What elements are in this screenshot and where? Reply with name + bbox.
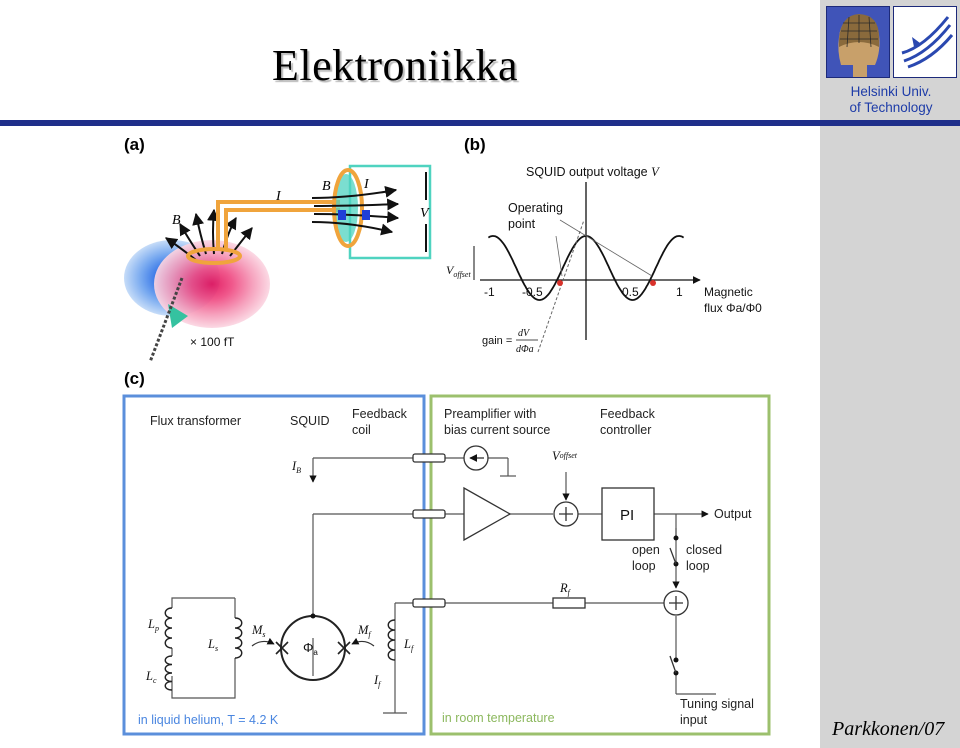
circuit-wires xyxy=(171,457,716,714)
mf-label: Mf xyxy=(357,623,372,639)
coil-lf xyxy=(387,619,396,661)
B-left-label: B xyxy=(172,213,181,228)
closed-loop-line2: loop xyxy=(686,559,710,573)
panel-a: (a) B I V xyxy=(124,135,432,363)
feedthroughs xyxy=(412,453,446,608)
operating-point-right xyxy=(650,280,656,286)
loop-switch xyxy=(669,535,679,567)
header-divider xyxy=(0,120,960,126)
V-label: V xyxy=(420,206,430,221)
I-left-label: I xyxy=(275,189,282,204)
summing-junction-2 xyxy=(663,590,689,616)
pi-controller-box xyxy=(601,487,655,541)
operating-point-line1: Operating xyxy=(508,201,563,215)
preamp-line2: bias current source xyxy=(444,423,550,437)
university-line-2: of Technology xyxy=(849,100,933,115)
x-axis-label-line1: Magnetic xyxy=(704,285,753,299)
tick-label-neg1: -1 xyxy=(484,285,495,299)
component-labels: Lp Lc Ls Ms Mf Lf If IB Voffset Rf xyxy=(145,449,578,689)
operating-point-left xyxy=(557,280,563,286)
university-line-1: Helsinki Univ. xyxy=(850,84,932,99)
open-loop-line2: loop xyxy=(632,559,656,573)
author-label: Parkkonen/07 xyxy=(832,718,945,740)
ms-arrow xyxy=(251,637,275,647)
cold-region-box xyxy=(122,394,426,736)
university-logo-icon xyxy=(893,6,957,78)
preamp-line1: Preamplifier with xyxy=(444,407,536,421)
lf-label: Lf xyxy=(403,637,415,653)
tuning-switch xyxy=(669,655,679,676)
tick-label-pos05: 0.5 xyxy=(622,285,639,299)
pi-label: PI xyxy=(620,507,634,524)
voffset-c-label: Voffset xyxy=(552,449,578,463)
cold-region-label: in liquid helium, T = 4.2 K xyxy=(138,713,279,727)
junction-2 xyxy=(362,210,370,220)
voffset-label: Voffset xyxy=(446,263,471,279)
ib-label: IB xyxy=(291,459,301,475)
gain-label: gain = xyxy=(482,335,512,347)
field-lines-right xyxy=(311,185,400,236)
x-axis-label-line2: flux Φa/Φ0 xyxy=(704,301,762,315)
phi-label: Φa xyxy=(303,640,318,657)
tick-label-neg05: -0.5 xyxy=(522,285,543,299)
red-field-blob xyxy=(154,240,270,328)
squid-figure: (a) B I V xyxy=(122,135,771,736)
lead-lower xyxy=(224,208,340,250)
pointer-left xyxy=(555,235,563,277)
coil-ls xyxy=(234,617,243,659)
squid-voltage-title: SQUID output voltage V xyxy=(526,165,660,179)
lc-label: Lc xyxy=(145,669,157,685)
scale-label: × 100 fT xyxy=(190,335,235,349)
warm-region-box xyxy=(429,394,771,736)
squid-symbol xyxy=(275,613,351,681)
head-logo-icon xyxy=(826,6,890,78)
operating-point-line2: point xyxy=(508,217,536,231)
gain-denominator: dΦa xyxy=(516,344,534,355)
gain-numerator: dV xyxy=(518,328,531,339)
page-title: Elektroniikka xyxy=(272,41,518,90)
squid-label: SQUID xyxy=(290,414,330,428)
pickup-coil xyxy=(186,247,242,265)
input-coil xyxy=(332,168,364,248)
ls-label: Ls xyxy=(207,637,218,653)
controller-line2: controller xyxy=(600,423,651,437)
preamplifier-triangle xyxy=(463,486,512,542)
closed-loop-line1: closed xyxy=(686,543,722,557)
panel-c: (c) Flux transformer SQUID Feedback coil… xyxy=(122,369,771,736)
flux-transformer-label: Flux transformer xyxy=(150,414,241,428)
green-tip xyxy=(168,304,188,328)
tuning-line1: Tuning signal xyxy=(680,697,754,711)
gain-tangent xyxy=(537,219,585,353)
open-loop-line1: open xyxy=(632,543,660,557)
tick-label-pos1: 1 xyxy=(676,285,683,299)
university-name: Helsinki Univ. of Technology xyxy=(826,84,956,116)
tuning-line2: input xyxy=(680,713,708,727)
panel-b: (b) SQUID output voltage V Operating poi… xyxy=(446,135,762,355)
coil-lc xyxy=(164,655,173,691)
panel-b-label: (b) xyxy=(464,135,486,154)
I-right-label: I xyxy=(363,177,370,192)
coil-lp xyxy=(164,607,173,649)
rf-resistor xyxy=(552,597,586,609)
panel-a-label: (a) xyxy=(124,135,145,154)
mf-arrow xyxy=(351,637,375,647)
warm-region-label: in room temperature xyxy=(442,711,555,725)
B-right-label: B xyxy=(322,179,331,194)
bias-current-source xyxy=(463,445,489,471)
feedback-coil-line2: coil xyxy=(352,423,371,437)
output-label: Output xyxy=(714,507,752,521)
rf-label: Rf xyxy=(559,581,572,597)
junction-1 xyxy=(338,210,346,220)
summing-junction-1 xyxy=(553,501,579,527)
ms-label: Ms xyxy=(251,623,266,639)
if-label: If xyxy=(373,673,382,689)
lp-label: Lp xyxy=(147,617,159,633)
panel-c-label: (c) xyxy=(124,369,145,388)
feedback-coil-line1: Feedback xyxy=(352,407,408,421)
pointer-right xyxy=(559,219,653,277)
lead-upper xyxy=(216,200,340,250)
controller-line1: Feedback xyxy=(600,407,656,421)
